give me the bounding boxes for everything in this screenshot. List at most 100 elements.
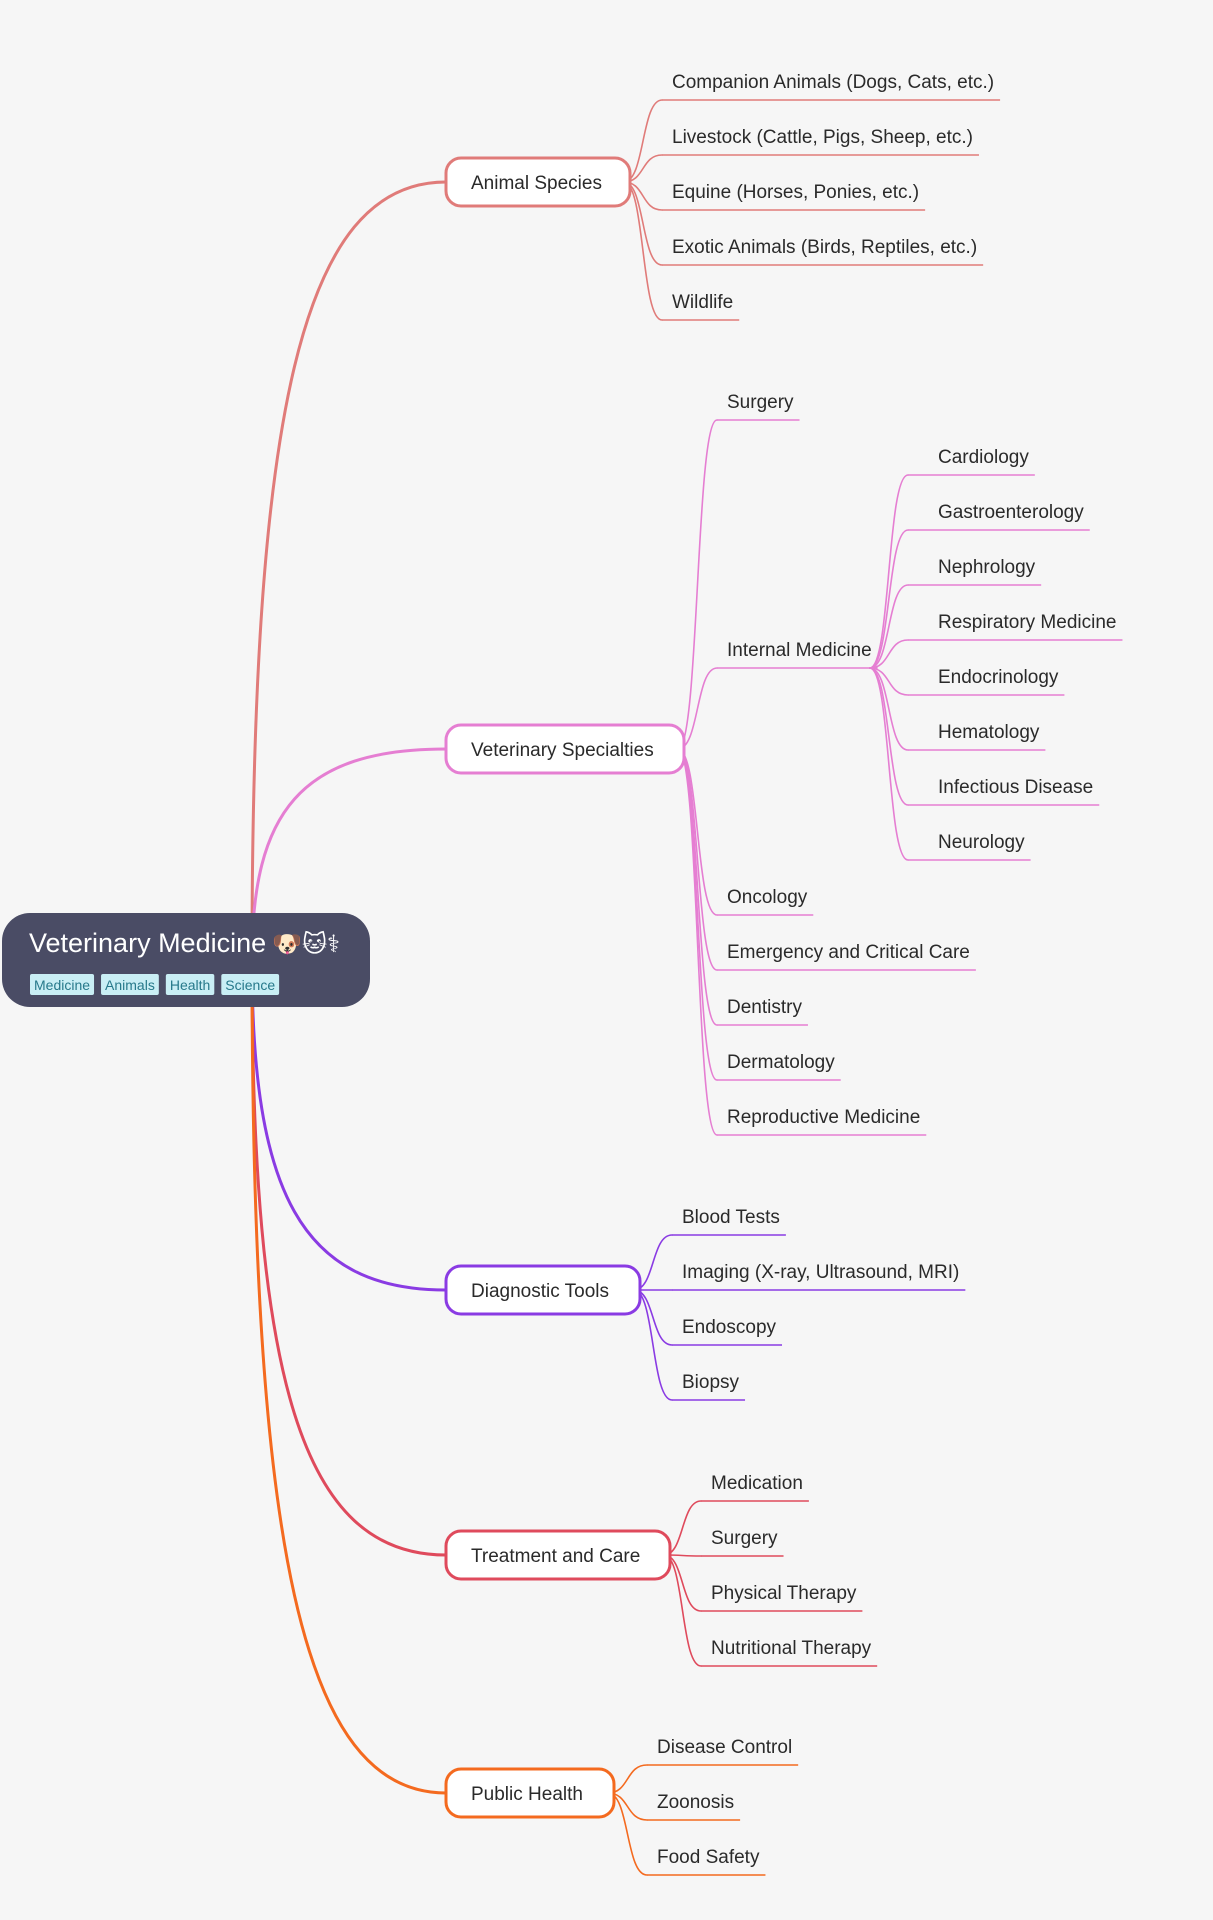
leaf-label: Wildlife	[672, 292, 733, 313]
branch-node-veterinary-specialties[interactable]: Veterinary Specialties	[444, 723, 686, 775]
branch-node-box	[444, 1529, 672, 1581]
tag-science[interactable]: Science	[221, 974, 280, 995]
root-title-text: Veterinary Medicine	[29, 928, 266, 958]
leaf-label: Medication	[711, 1473, 803, 1494]
subleaf-label: Infectious Disease	[938, 777, 1093, 798]
leaf-label: Zoonosis	[657, 1792, 734, 1813]
subleaf-connector	[868, 584, 909, 669]
subleaf-connector	[868, 667, 909, 751]
leaf-label: Internal Medicine	[727, 640, 872, 661]
branch-node-treatment-and-care[interactable]: Treatment and Care	[444, 1529, 672, 1581]
leaf-label: Companion Animals (Dogs, Cats, etc.)	[672, 72, 994, 93]
leaf-node-disease-control[interactable]: Disease Control	[647, 1737, 799, 1766]
leaf-label: Endoscopy	[682, 1317, 777, 1338]
leaf-node-oncology[interactable]: Oncology	[717, 887, 814, 916]
leaf-label: Physical Therapy	[711, 1583, 857, 1604]
subleaf-connector	[868, 639, 909, 669]
leaf-node-physical-therapy[interactable]: Physical Therapy	[701, 1583, 863, 1612]
tag-box	[101, 974, 159, 995]
leaf-node-emergency-and-critical-care[interactable]: Emergency and Critical Care	[717, 942, 976, 971]
tag-label: Science	[225, 977, 275, 993]
subleaf-node-endocrinology[interactable]: Endocrinology	[908, 667, 1065, 696]
branch-node-box	[444, 1264, 642, 1316]
leaf-label: Food Safety	[657, 1847, 760, 1868]
branch-node-diagnostic-tools[interactable]: Diagnostic Tools	[444, 1264, 642, 1316]
tag-health[interactable]: Health	[165, 974, 215, 995]
leaf-label: Livestock (Cattle, Pigs, Sheep, etc.)	[672, 127, 973, 148]
root-to-branch-connector	[250, 958, 448, 1292]
root-to-branch-connector	[250, 747, 448, 962]
branch-label: Public Health	[471, 1784, 583, 1805]
branch-to-leaf-connector	[677, 419, 718, 750]
subleaf-label: Nephrology	[938, 557, 1036, 578]
leaf-node-surgery[interactable]: Surgery	[717, 392, 800, 421]
tag-box	[30, 974, 95, 995]
leaf-node-nutritional-therapy[interactable]: Nutritional Therapy	[701, 1638, 878, 1667]
branch-label: Veterinary Specialties	[471, 740, 654, 761]
subleaf-connector	[868, 667, 909, 861]
leaf-node-imaging-x-ray-ultrasound-mri-[interactable]: Imaging (X-ray, Ultrasound, MRI)	[672, 1262, 966, 1291]
branch-label: Diagnostic Tools	[471, 1281, 609, 1302]
tag-medicine[interactable]: Medicine	[30, 974, 95, 995]
root-emoji: 🐶🐱⚕	[272, 930, 340, 958]
leaf-node-equine-horses-ponies-etc-[interactable]: Equine (Horses, Ponies, etc.)	[662, 182, 926, 211]
tag-box	[221, 974, 280, 995]
subleaf-label: Respiratory Medicine	[938, 612, 1116, 633]
subleaf-connector	[868, 529, 909, 669]
leaf-label: Surgery	[711, 1528, 778, 1549]
subleaf-label: Neurology	[938, 832, 1025, 853]
subleaf-label: Gastroenterology	[938, 502, 1084, 523]
leaf-node-companion-animals-dogs-cats-etc-[interactable]: Companion Animals (Dogs, Cats, etc.)	[662, 72, 1001, 101]
leaf-node-surgery[interactable]: Surgery	[701, 1528, 784, 1557]
leaf-node-food-safety[interactable]: Food Safety	[647, 1847, 766, 1876]
leaf-node-dentistry[interactable]: Dentistry	[717, 997, 808, 1026]
branch-node-animal-species[interactable]: Animal Species	[444, 156, 632, 208]
leaf-label: Disease Control	[657, 1737, 792, 1758]
branch-node-public-health[interactable]: Public Health	[444, 1767, 616, 1819]
subleaf-label: Endocrinology	[938, 667, 1059, 688]
leaf-label: Surgery	[727, 392, 794, 413]
subleaf-node-nephrology[interactable]: Nephrology	[908, 557, 1042, 586]
root-node[interactable]: Veterinary Medicine🐶🐱⚕ Medicine Animals Hea…	[2, 913, 370, 1007]
node-layer: Veterinary Medicine🐶🐱⚕ Medicine Animals Hea…	[2, 72, 1123, 1876]
subleaf-node-cardiology[interactable]: Cardiology	[908, 447, 1035, 476]
leaf-node-zoonosis[interactable]: Zoonosis	[647, 1792, 741, 1821]
subleaf-label: Cardiology	[938, 447, 1029, 468]
subleaf-node-respiratory-medicine[interactable]: Respiratory Medicine	[908, 612, 1123, 641]
tag-label: Animals	[105, 977, 155, 993]
subleaf-connector	[868, 474, 909, 669]
subleaf-node-gastroenterology[interactable]: Gastroenterology	[908, 502, 1090, 531]
leaf-label: Reproductive Medicine	[727, 1107, 920, 1128]
leaf-label: Emergency and Critical Care	[727, 942, 970, 963]
leaf-node-exotic-animals-birds-reptiles-etc-[interactable]: Exotic Animals (Birds, Reptiles, etc.)	[662, 237, 984, 266]
leaf-node-medication[interactable]: Medication	[701, 1473, 809, 1502]
leaf-node-blood-tests[interactable]: Blood Tests	[672, 1207, 786, 1236]
leaf-node-dermatology[interactable]: Dermatology	[717, 1052, 841, 1081]
tag-animals[interactable]: Animals	[101, 974, 159, 995]
leaf-node-internal-medicine[interactable]: Internal Medicine	[717, 640, 878, 669]
leaf-node-endoscopy[interactable]: Endoscopy	[672, 1317, 783, 1346]
leaf-label: Dermatology	[727, 1052, 835, 1073]
branch-label: Treatment and Care	[471, 1546, 640, 1567]
leaf-label: Oncology	[727, 887, 808, 908]
root-title: Veterinary Medicine🐶🐱⚕	[29, 928, 340, 958]
subleaf-node-infectious-disease[interactable]: Infectious Disease	[908, 777, 1100, 806]
subleaf-node-hematology[interactable]: Hematology	[908, 722, 1046, 751]
branch-node-box	[444, 723, 686, 775]
branch-to-leaf-connector	[677, 748, 718, 1136]
leaf-label: Equine (Horses, Ponies, etc.)	[672, 182, 919, 203]
root-to-branch-connector	[250, 958, 448, 1557]
leaf-label: Blood Tests	[682, 1207, 780, 1228]
leaf-node-reproductive-medicine[interactable]: Reproductive Medicine	[717, 1107, 927, 1136]
root-to-branch-connector	[250, 958, 448, 1795]
leaf-label: Biopsy	[682, 1372, 740, 1393]
tag-box	[165, 974, 215, 995]
root-to-branch-connector	[250, 180, 448, 962]
leaf-node-livestock-cattle-pigs-sheep-etc-[interactable]: Livestock (Cattle, Pigs, Sheep, etc.)	[662, 127, 979, 156]
leaf-node-wildlife[interactable]: Wildlife	[662, 292, 740, 321]
leaf-node-biopsy[interactable]: Biopsy	[672, 1372, 746, 1401]
branch-label: Animal Species	[471, 173, 602, 194]
subleaf-node-neurology[interactable]: Neurology	[908, 832, 1031, 861]
leaf-label: Exotic Animals (Birds, Reptiles, etc.)	[672, 237, 977, 258]
